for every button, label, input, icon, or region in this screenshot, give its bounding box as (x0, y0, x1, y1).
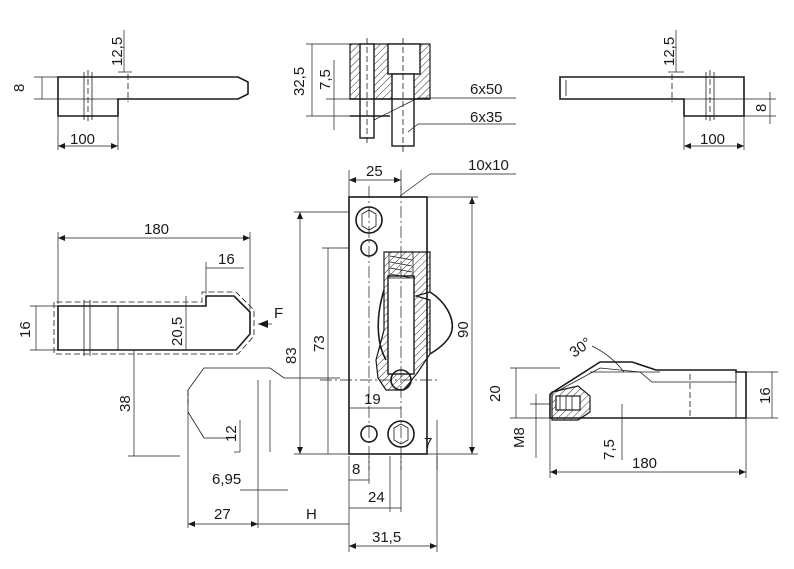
center-12: 12 (223, 425, 240, 442)
top-right-view (559, 30, 776, 150)
center-8: 8 (352, 461, 360, 478)
left-length: 180 (144, 221, 169, 238)
center-90: 90 (455, 321, 472, 338)
top-left-length: 100 (70, 131, 95, 148)
arrowheads (58, 143, 746, 549)
dim-24: 24 (368, 489, 385, 506)
left-height: 16 (17, 321, 34, 338)
top-mid-offset: 7,5 (317, 69, 334, 90)
right-20: 20 (487, 385, 504, 402)
center-83: 83 (283, 347, 300, 364)
right-16: 16 (757, 387, 774, 404)
pin-label: 6x50 (470, 81, 503, 98)
labels: 12,5 8 100 32,5 7,5 6x50 6x35 12,5 8 100… (11, 37, 774, 546)
right-75: 7,5 (601, 439, 618, 460)
left-view (30, 232, 272, 457)
right-180: 180 (632, 455, 657, 472)
top-left-view (34, 30, 249, 150)
top-left-height: 12,5 (109, 37, 126, 66)
top-right-length: 100 (700, 131, 725, 148)
right-m8: M8 (511, 427, 528, 448)
lower-left-part (187, 367, 349, 528)
top-mid-total: 32,5 (291, 67, 308, 96)
center-19: 19 (364, 391, 381, 408)
center-width: 25 (366, 163, 383, 180)
dim-27: 27 (214, 506, 231, 523)
square-label: 10x10 (468, 157, 509, 174)
left-inner: 20,5 (169, 317, 186, 346)
force-label: F (274, 305, 283, 322)
screw-label: 6x35 (470, 109, 503, 126)
top-left-thickness: 8 (11, 84, 28, 92)
left-step: 16 (218, 251, 235, 268)
dim-315: 31,5 (372, 529, 401, 546)
center-73: 73 (311, 335, 328, 352)
top-right-height: 12,5 (661, 37, 678, 66)
center-view (294, 170, 516, 552)
dim-695: 6,95 (212, 471, 241, 488)
dim-h: H (306, 506, 317, 523)
top-middle-view (306, 38, 516, 152)
right-view (510, 345, 778, 478)
center-7: 7 (424, 435, 432, 452)
right-angle: 30° (567, 334, 595, 361)
top-right-thickness: 8 (753, 104, 770, 112)
left-offset: 38 (117, 395, 134, 412)
